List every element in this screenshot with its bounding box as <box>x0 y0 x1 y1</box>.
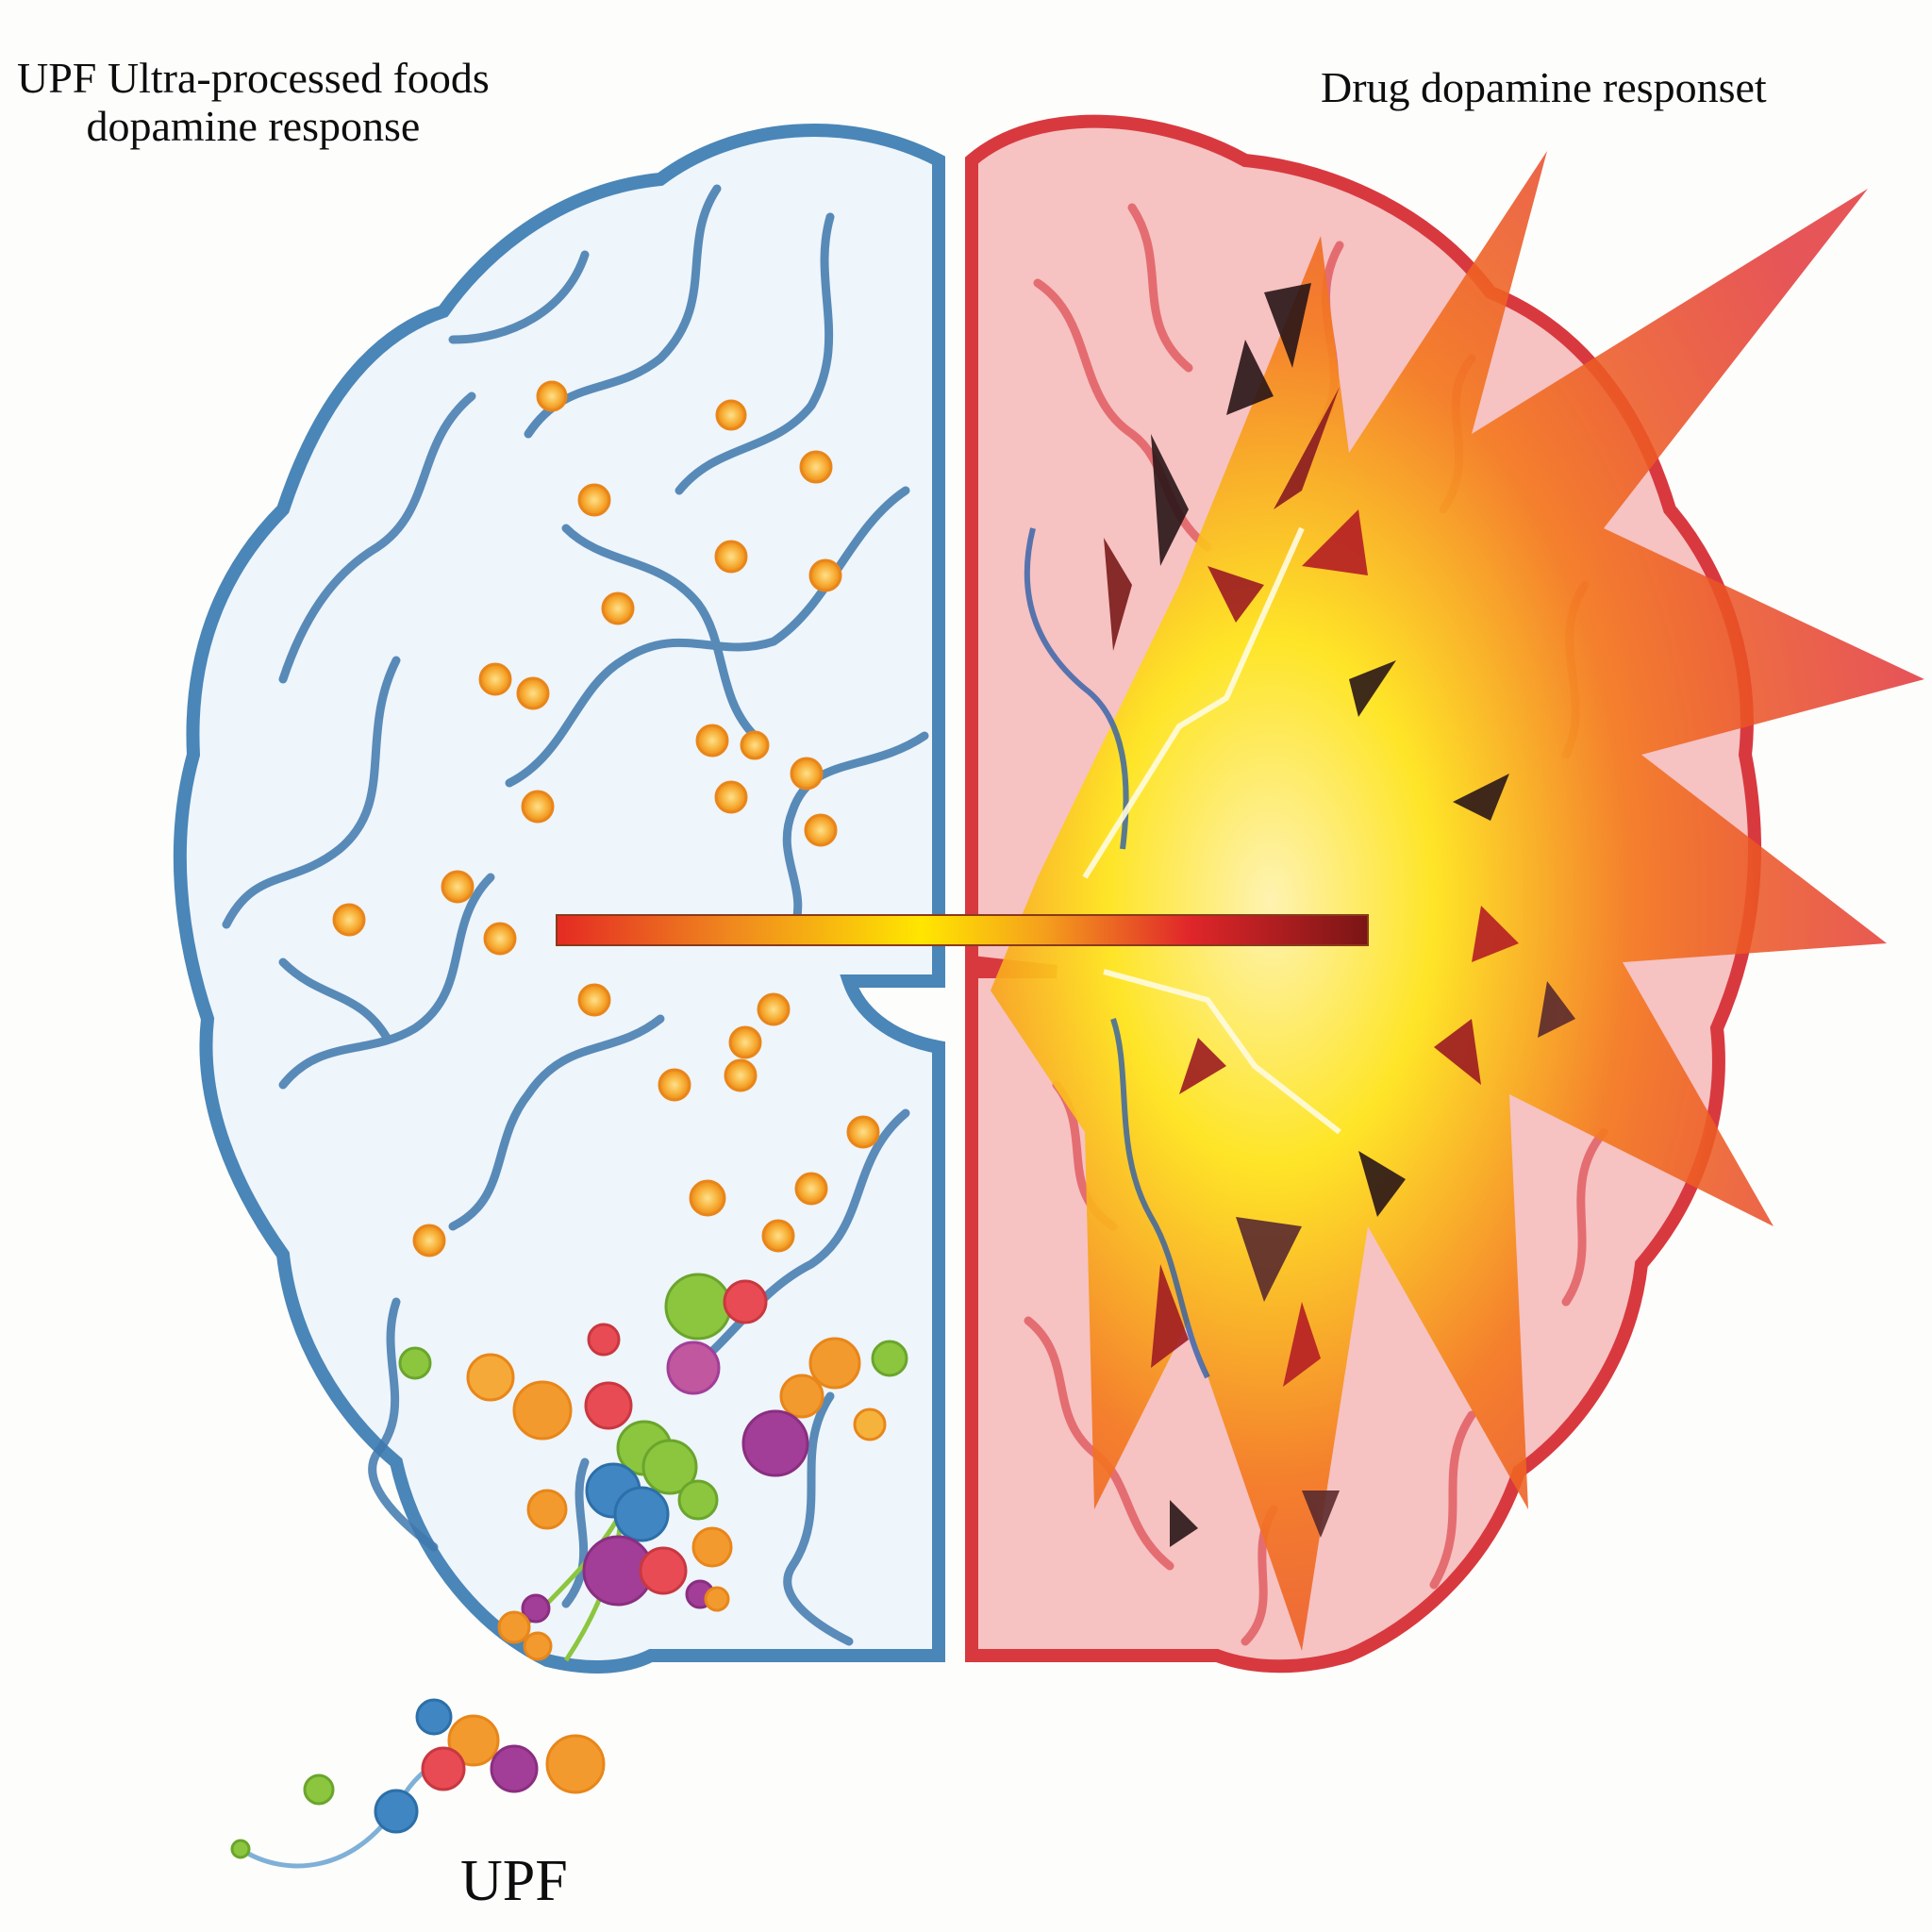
lightning-streak <box>1082 526 1341 1135</box>
blue-vessels <box>1024 527 1210 1379</box>
upf-bottom-label: UPF <box>460 1849 568 1913</box>
left-title-line2: dopamine response <box>86 101 421 150</box>
explosion-burst <box>991 151 1924 1651</box>
dopamine-dots <box>332 380 880 1257</box>
right-hemisphere-drug <box>965 114 1924 1674</box>
dopamine-gradient-bar <box>556 914 1369 946</box>
right-title: Drug dopamine responset <box>1321 63 1767 111</box>
upf-molecule-cluster <box>230 1273 908 1869</box>
left-hemisphere-upf <box>173 124 945 1869</box>
left-title: UPF Ultra-processed foods dopamine respo… <box>17 54 490 150</box>
drug-shards <box>1104 283 1575 1547</box>
left-title-line1: UPF Ultra-processed foods <box>17 54 490 102</box>
